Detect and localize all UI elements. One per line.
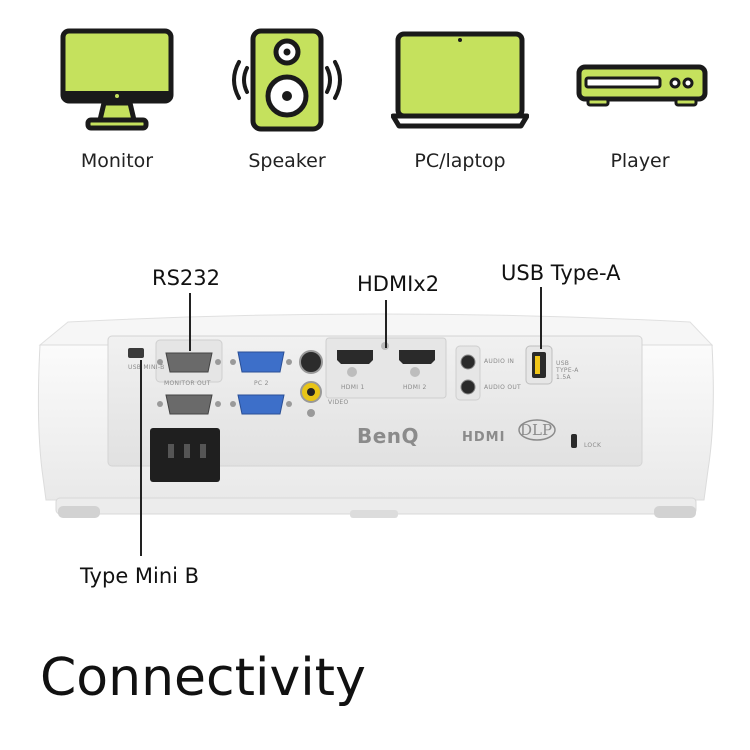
rs232-callout-line (189, 293, 191, 351)
usb-typea-label: USB TYPE-A 1.5A (556, 360, 579, 381)
video-label: VIDEO (328, 399, 349, 406)
usb-a-callout: USB Type-A (501, 261, 621, 285)
audio-in-label: AUDIO IN (484, 358, 515, 365)
monitor-out-label: MONITOR OUT (164, 380, 211, 387)
hdmi-logo: HDMI (462, 430, 506, 445)
usb-a-callout-line (540, 287, 542, 349)
vga-port-pc1 (237, 394, 285, 415)
vga-port-pc2 (237, 351, 285, 373)
rs232-port (165, 352, 213, 373)
page-title: Connectivity (40, 648, 366, 708)
vga-port-grey (165, 394, 213, 415)
pc2-label: PC 2 (254, 380, 269, 387)
hdmi-port-2 (399, 350, 435, 364)
rs232-callout: RS232 (152, 266, 221, 290)
usb-mini-label: USB MINI-B (128, 364, 165, 371)
device-label-speaker: Speaker (248, 150, 326, 172)
device-label-laptop: PC/laptop (414, 150, 506, 172)
audio-out-port (460, 379, 476, 395)
s-video-port (299, 350, 323, 374)
audio-out-label: AUDIO OUT (484, 384, 521, 391)
audio-in-port (460, 354, 476, 370)
monitor-icon (60, 28, 174, 134)
laptop-icon (391, 28, 529, 134)
dlp-logo: DLP (520, 421, 553, 439)
hdmi-port-1 (337, 350, 373, 364)
device-label-player: Player (610, 150, 670, 172)
hdmi-callout-line (385, 300, 387, 348)
lock-label: LOCK (584, 442, 602, 449)
mini-b-callout: Type Mini B (80, 564, 200, 588)
usb-mini-b-port (128, 348, 144, 358)
brand-logo: BenQ (357, 424, 420, 448)
mini-b-callout-line (140, 360, 142, 556)
hdmi1-label: HDMI 1 (341, 384, 365, 391)
hdmi-callout: HDMIx2 (357, 272, 440, 296)
device-label-monitor: Monitor (80, 150, 154, 172)
kensington-lock-slot (571, 434, 577, 448)
player-icon (576, 64, 710, 110)
hdmi2-label: HDMI 2 (403, 384, 427, 391)
speaker-icon (225, 28, 349, 134)
